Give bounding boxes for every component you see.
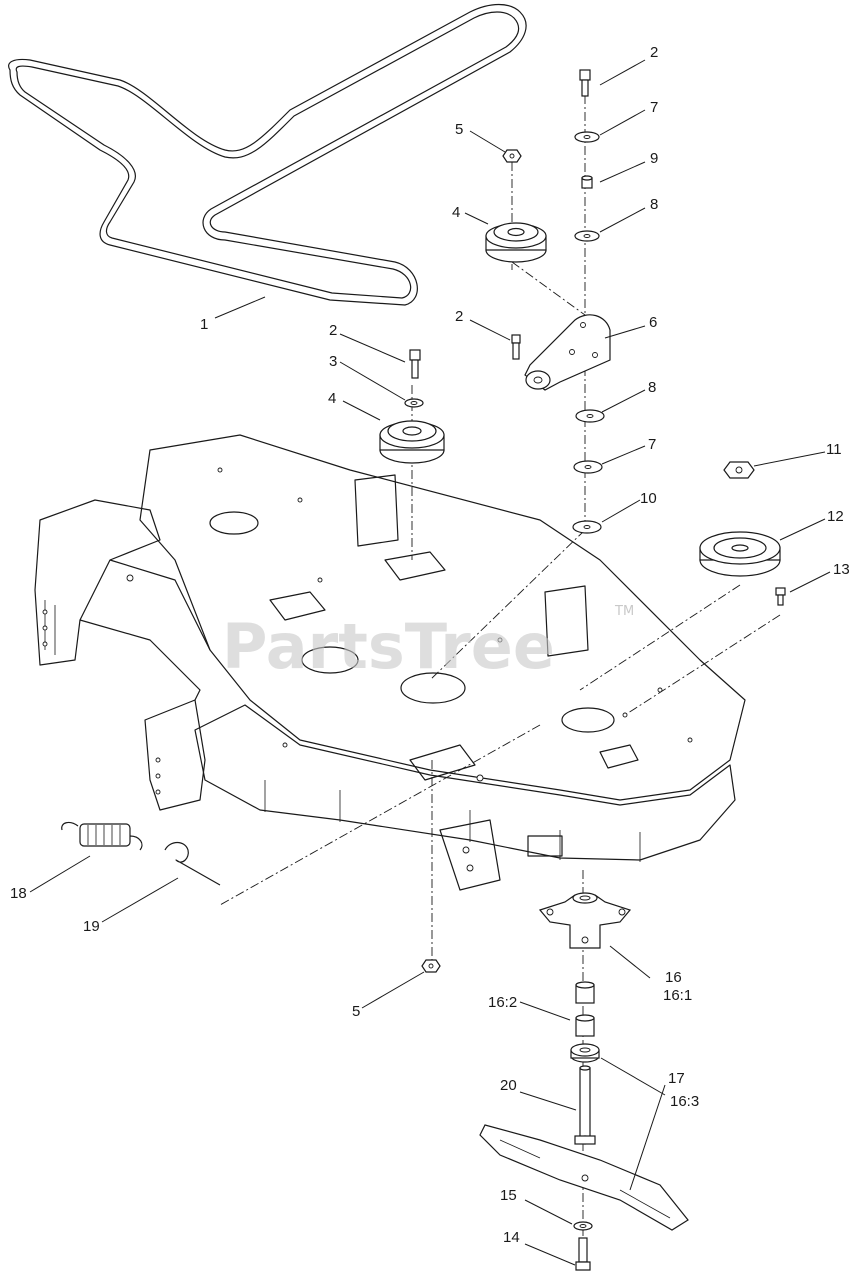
callout-spindle-seal: 16:3 <box>670 1093 699 1110</box>
watermark-text: PartsTree <box>222 610 555 683</box>
blade-part <box>479 1124 689 1231</box>
callout-spindle-housing-sub: 16:1 <box>663 987 692 1004</box>
callout-spacer-lower: 8 <box>648 379 656 396</box>
idler-pulley-lower-part <box>379 420 445 464</box>
callout-washer-idler: 3 <box>329 353 337 370</box>
callout-bushing: 9 <box>650 150 658 167</box>
callout-idler-arm: 6 <box>649 314 657 331</box>
callout-nut-lower: 5 <box>352 1003 360 1020</box>
callout-spindle-bearing: 16:2 <box>488 994 517 1011</box>
callout-bolt-top: 2 <box>650 44 658 61</box>
spindle-shaft-part <box>574 1065 596 1145</box>
callout-spring-rod: 19 <box>83 918 100 935</box>
callout-spindle-shaft: 20 <box>500 1077 517 1094</box>
mower-deck <box>34 434 746 891</box>
callout-blade-washer: 15 <box>500 1187 517 1204</box>
callout-bolt-bracket: 2 <box>455 308 463 325</box>
leader-lines <box>29 59 831 1266</box>
bolt-bracket-part <box>511 334 521 360</box>
callout-nut-pulley: 11 <box>826 441 842 458</box>
callout-spring: 18 <box>10 885 27 902</box>
blade-bolt-part <box>575 1237 591 1271</box>
watermark-trademark: TM <box>614 604 634 619</box>
spindle-seal-part <box>570 1043 600 1063</box>
nut-pulley-part <box>723 461 755 479</box>
callout-blade-bolt: 14 <box>503 1229 520 1246</box>
spindle-pulley-part <box>699 531 781 577</box>
callout-bolt-idler: 2 <box>329 322 337 339</box>
blade-washer-part <box>573 1221 593 1231</box>
callout-spindle-housing: 16 <box>665 969 682 986</box>
idler-arm-part <box>524 314 611 391</box>
callout-spacer-bottom: 10 <box>640 490 657 507</box>
bolt-top-part <box>579 69 591 97</box>
assembly-center-lines <box>219 95 781 1265</box>
bushing-part <box>581 175 593 189</box>
washer-idler-part <box>404 398 424 408</box>
callout-nut-upper: 5 <box>455 121 463 138</box>
spindle-bearing-part <box>575 981 595 1037</box>
belt-part <box>8 3 527 306</box>
nut-lower-part <box>421 959 441 973</box>
callout-idler-pulley-lower: 4 <box>328 390 336 407</box>
nut-upper-part <box>502 149 522 163</box>
spring-rod-part <box>164 841 221 886</box>
callout-washer-lower: 7 <box>648 436 656 453</box>
callout-idler-pulley-upper: 4 <box>452 204 460 221</box>
callout-blade: 17 <box>668 1070 685 1087</box>
screw-13-part <box>775 587 786 606</box>
bolt-idler-part <box>409 349 421 379</box>
callout-screw-13: 13 <box>833 561 850 578</box>
spindle-housing-part <box>538 892 632 949</box>
spring-part <box>61 821 143 851</box>
callout-belt: 1 <box>200 316 208 333</box>
callout-spacer-upper: 8 <box>650 196 658 213</box>
callout-spindle-pulley: 12 <box>827 508 844 525</box>
idler-pulley-upper-part <box>485 222 547 263</box>
callout-washer-upper: 7 <box>650 99 658 116</box>
